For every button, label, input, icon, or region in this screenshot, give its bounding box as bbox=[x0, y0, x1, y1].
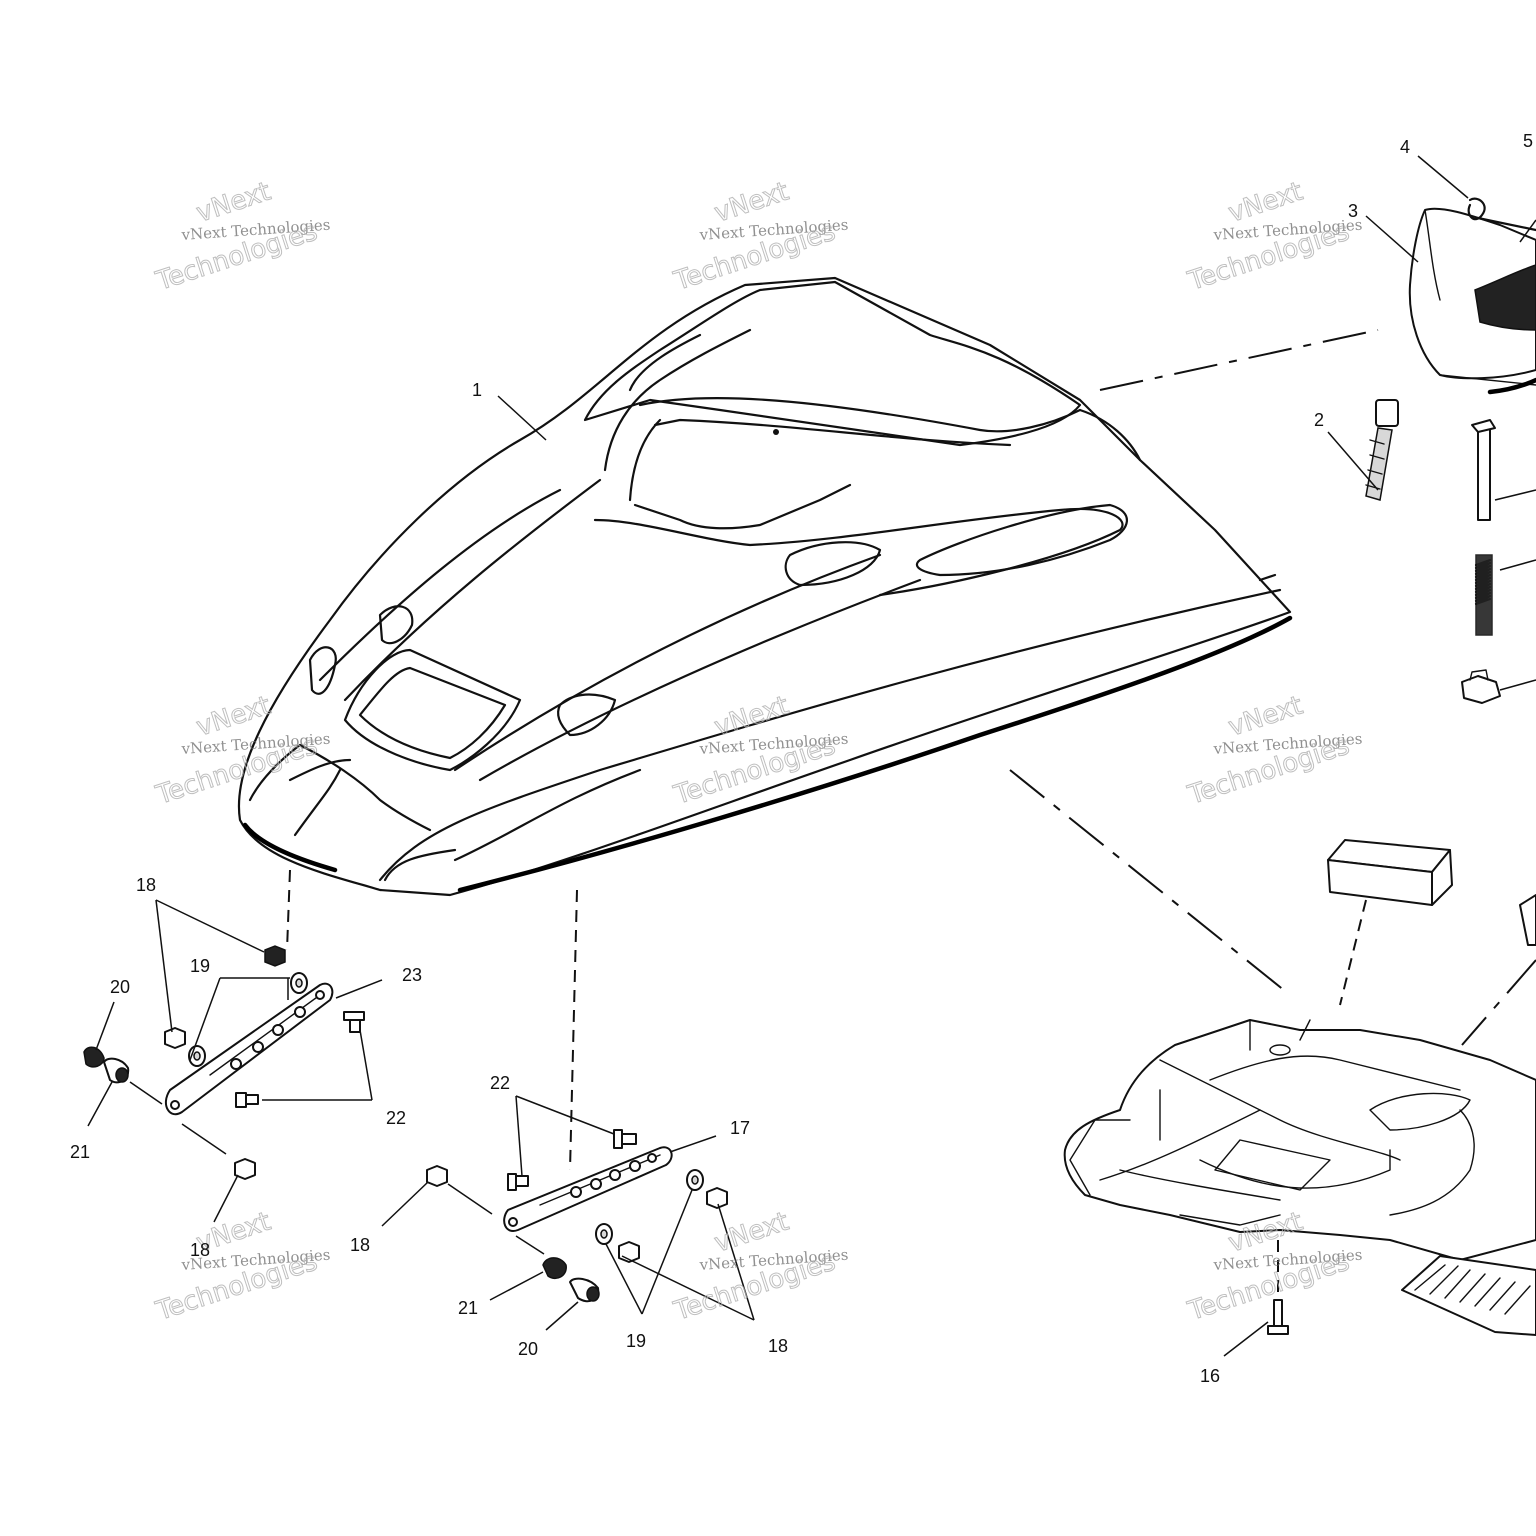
callout-label: 18 bbox=[136, 875, 156, 895]
callout-label: 18 bbox=[350, 1235, 370, 1255]
callout-label: 21 bbox=[70, 1142, 90, 1162]
center-bracket-assembly-icon bbox=[426, 1129, 728, 1303]
hood-panel-icon bbox=[237, 276, 1293, 897]
callout-label: 22 bbox=[490, 1073, 510, 1093]
callout-label: 5 bbox=[1523, 131, 1533, 151]
left-bracket-assembly-icon bbox=[83, 945, 365, 1180]
callout-label: 4 bbox=[1400, 137, 1410, 157]
alignment-lines bbox=[286, 329, 1536, 1298]
callout-label: 17 bbox=[730, 1118, 750, 1138]
callout-label: 2 bbox=[1314, 410, 1324, 430]
callout-label: 20 bbox=[110, 977, 130, 997]
callout-label: 18 bbox=[768, 1336, 788, 1356]
hood-latch-assembly-icon bbox=[1365, 197, 1536, 704]
callout-label: 20 bbox=[518, 1339, 538, 1359]
callout-label: 16 bbox=[1200, 1366, 1220, 1386]
under-hood-tray-icon bbox=[1063, 839, 1536, 1336]
leader-lines bbox=[87, 155, 1536, 1357]
callout-label: 1 bbox=[472, 380, 482, 400]
callout-label: 21 bbox=[458, 1298, 478, 1318]
callout-label: 22 bbox=[386, 1108, 406, 1128]
callout-label: 23 bbox=[402, 965, 422, 985]
callout-label: 18 bbox=[190, 1240, 210, 1260]
callout-label: 19 bbox=[190, 956, 210, 976]
callout-labels: 1 2 3 4 5 18 19 20 23 21 22 18 22 17 18 … bbox=[70, 131, 1533, 1386]
callout-label: 19 bbox=[626, 1331, 646, 1351]
callout-label: 3 bbox=[1348, 201, 1358, 221]
